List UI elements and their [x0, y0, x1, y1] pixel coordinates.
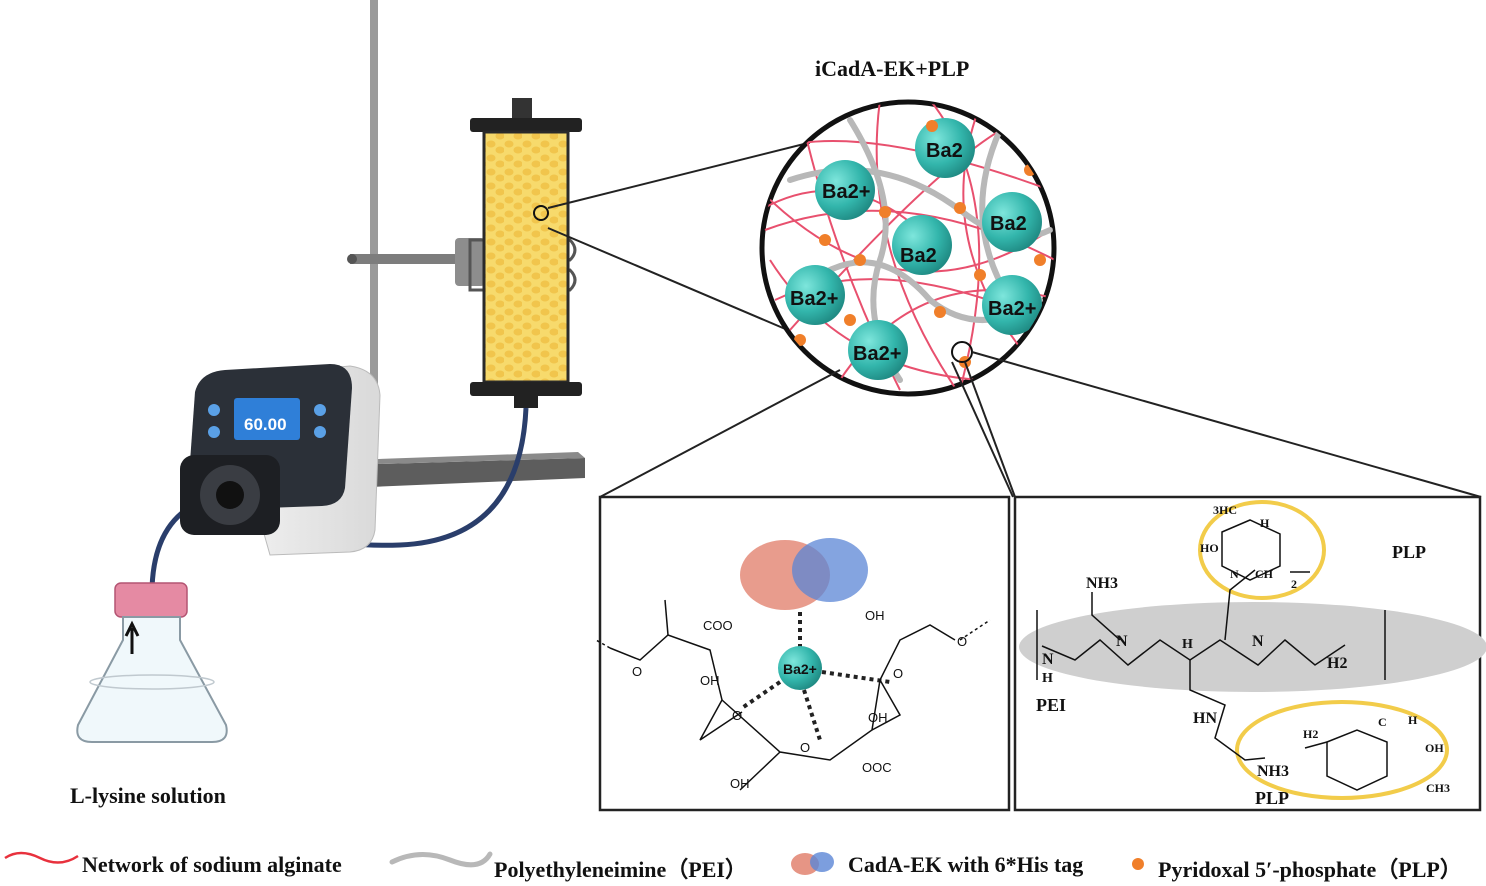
svg-text:N: N	[1042, 651, 1054, 668]
erlenmeyer-flask	[76, 582, 228, 743]
svg-text:Ba2+: Ba2+	[853, 343, 901, 365]
legend-alginate-line-icon	[4, 851, 79, 864]
plp-dots	[794, 120, 1046, 368]
hydrogel-network-view: Ba2+ Ba2 Ba2 Ba2 Ba2+ Ba2+ Ba2+	[759, 99, 1057, 397]
lab-stand	[345, 0, 585, 488]
svg-text:3HC: 3HC	[1213, 503, 1237, 517]
alginate-coordination-panel: Ba2+ COO OOC OH OH OH OH O O O O O	[595, 495, 1011, 812]
protein-structure-icon	[740, 538, 868, 610]
svg-text:N: N	[1230, 567, 1239, 581]
ba-bead-5: Ba2+	[785, 265, 845, 325]
peristaltic-pump: 60.00	[180, 364, 381, 556]
panel-ion: Ba2+	[783, 661, 817, 677]
packed-column	[470, 98, 582, 408]
svg-text:Ba2: Ba2	[990, 213, 1027, 235]
svg-text:PLP: PLP	[1392, 542, 1426, 562]
svg-text:N: N	[1252, 633, 1264, 650]
svg-text:Ba2+: Ba2+	[988, 298, 1036, 320]
svg-text:CH: CH	[1255, 567, 1274, 581]
pei-plp-panel: NH3 N H N H N H2 PEI HN NH3 PLP PLP 3HC …	[1013, 495, 1486, 812]
svg-text:OH: OH	[700, 673, 720, 688]
legend: Network of sodium alginate Polyethylenei…	[0, 840, 1486, 886]
svg-text:O: O	[957, 634, 967, 649]
svg-text:NH3: NH3	[1257, 763, 1289, 780]
svg-text:OH: OH	[1425, 741, 1444, 755]
svg-text:OH: OH	[868, 710, 888, 725]
ba-bead-1: Ba2+	[815, 160, 875, 220]
svg-text:C: C	[1378, 715, 1387, 729]
svg-text:HO: HO	[1200, 541, 1219, 555]
svg-text:PEI: PEI	[1036, 695, 1066, 715]
svg-text:H: H	[1042, 671, 1053, 686]
legend-label-plp: Pyridoxal 5′-phosphate（PLP）	[1158, 857, 1462, 882]
svg-text:OH: OH	[730, 776, 750, 791]
svg-text:COO: COO	[703, 618, 733, 633]
ba-bead-6: Ba2+	[982, 275, 1042, 335]
ba-bead-2: Ba2	[915, 118, 975, 178]
svg-text:H: H	[1260, 516, 1270, 530]
ba-bead-3: Ba2	[982, 192, 1042, 252]
svg-text:Ba2+: Ba2+	[822, 181, 870, 203]
diagram-title: iCadA-EK+PLP	[815, 56, 969, 81]
pump-display-value: 60.00	[244, 415, 287, 434]
legend-pei-line-icon	[389, 851, 493, 868]
svg-text:H: H	[1408, 713, 1418, 727]
svg-text:H2: H2	[1303, 727, 1318, 741]
svg-text:H: H	[1182, 637, 1193, 652]
svg-text:O: O	[632, 664, 642, 679]
svg-text:Ba2: Ba2	[900, 245, 937, 267]
legend-label-cada: CadA-EK with 6*His tag	[848, 852, 1084, 877]
svg-text:OOC: OOC	[862, 760, 892, 775]
svg-text:Ba2: Ba2	[926, 140, 963, 162]
ba-bead-4: Ba2	[892, 215, 952, 275]
legend-label-pei: Polyethyleneimine（PEI）	[494, 857, 747, 882]
svg-text:HN: HN	[1193, 710, 1217, 727]
ba-bead-7: Ba2+	[848, 320, 908, 380]
svg-text:H2: H2	[1327, 655, 1347, 672]
svg-text:2: 2	[1291, 577, 1297, 591]
legend-protein-icon	[791, 852, 834, 875]
legend-label-alginate: Network of sodium alginate	[82, 852, 342, 877]
svg-text:NH3: NH3	[1086, 575, 1118, 592]
svg-text:OH: OH	[865, 608, 885, 623]
svg-text:N: N	[1116, 633, 1128, 650]
flask-label: L-lysine solution	[70, 783, 226, 808]
svg-text:O: O	[800, 740, 810, 755]
svg-text:O: O	[893, 666, 903, 681]
svg-text:PLP: PLP	[1255, 788, 1289, 808]
svg-text:O: O	[732, 708, 742, 723]
svg-text:CH3: CH3	[1426, 781, 1450, 795]
svg-text:Ba2+: Ba2+	[790, 288, 838, 310]
legend-plp-dot-icon	[1132, 858, 1144, 870]
